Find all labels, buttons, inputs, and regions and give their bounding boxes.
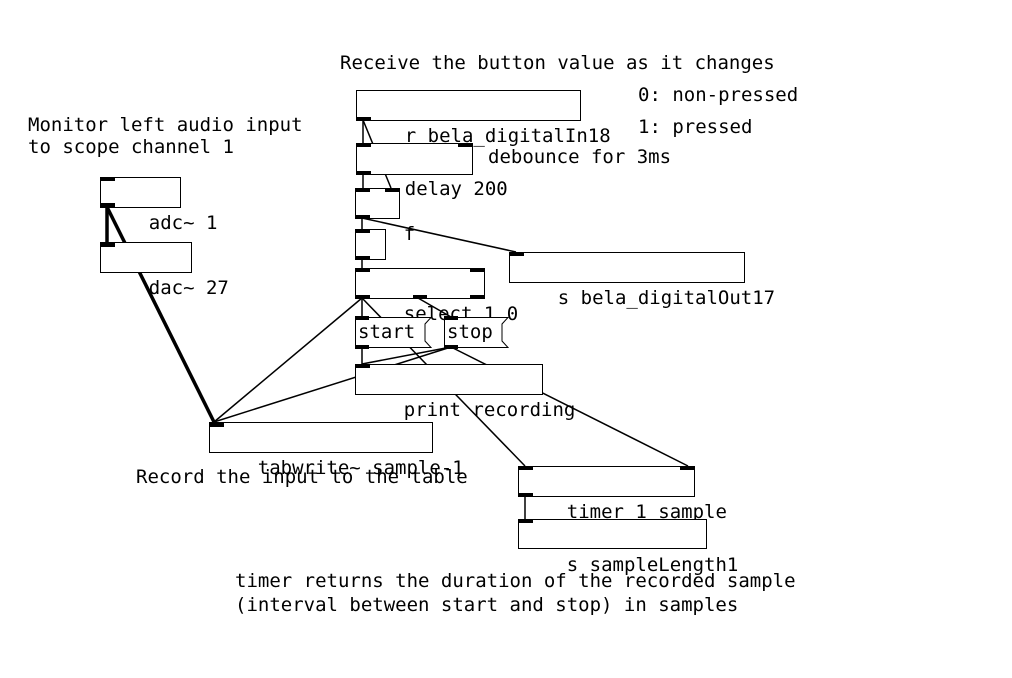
float-object-label: f	[403, 223, 416, 245]
start-message[interactable]: start	[355, 316, 432, 349]
float-object[interactable]: f	[355, 188, 415, 245]
print-object[interactable]: print recording	[355, 364, 575, 421]
inlet-right[interactable]	[680, 466, 694, 470]
select-object[interactable]: select 1 0	[355, 268, 518, 325]
comment-timer-line-2: (interval between start and stop) in sam…	[235, 594, 739, 616]
timer-object-label: timer 1 sample	[566, 501, 727, 523]
outlet[interactable]	[444, 345, 458, 349]
timer-object[interactable]: timer 1 sample	[518, 466, 727, 523]
comment-debounce: debounce for 3ms	[488, 146, 672, 168]
comment-pressed: 1: pressed	[638, 116, 753, 138]
outlet[interactable]	[356, 215, 370, 219]
inlet-right[interactable]	[470, 268, 484, 272]
comment-monitor-line-2: to scope channel 1	[28, 136, 234, 158]
outlet[interactable]	[519, 493, 533, 497]
outlet[interactable]	[355, 345, 369, 349]
inlet[interactable]	[444, 316, 458, 320]
comment-receive: Receive the button value as it changes	[340, 52, 775, 74]
delay-object[interactable]: delay 200	[356, 143, 508, 200]
outlet[interactable]	[357, 117, 371, 121]
inlet-left[interactable]	[357, 143, 371, 147]
delay-object-label: delay 200	[404, 178, 508, 200]
inlet-right[interactable]	[458, 143, 472, 147]
receive-object[interactable]: r bela_digitalIn18	[356, 90, 611, 147]
start-message-label: start	[358, 321, 416, 343]
inlet[interactable]	[101, 177, 115, 181]
number-box[interactable]	[355, 229, 386, 260]
inlet-right[interactable]	[385, 188, 399, 192]
outlet[interactable]	[357, 171, 371, 175]
comment-monitor-line-1: Monitor left audio input	[28, 114, 303, 136]
outlet-2[interactable]	[413, 295, 427, 299]
send-digital-out-object[interactable]: s bela_digitalOut17	[509, 252, 775, 309]
outlet[interactable]	[356, 256, 370, 260]
print-object-label: print recording	[403, 399, 576, 421]
inlet[interactable]	[510, 252, 524, 256]
outlet-1[interactable]	[356, 295, 370, 299]
send-sample-length-object[interactable]: s sampleLength1	[518, 519, 738, 576]
inlet[interactable]	[356, 229, 370, 233]
stop-message[interactable]: stop	[444, 316, 509, 349]
tabwrite-object-label: tabwrite~ sample-1	[257, 457, 464, 479]
stop-message-label: stop	[447, 321, 493, 343]
inlet[interactable]	[356, 364, 370, 368]
comment-timer-line-1: timer returns the duration of the record…	[235, 570, 796, 592]
dac-object-label: dac~ 27	[148, 277, 229, 299]
tabwrite-object[interactable]: tabwrite~ sample-1	[209, 422, 464, 479]
inlet-left[interactable]	[356, 188, 370, 192]
inlet[interactable]	[101, 242, 115, 247]
send-sample-length-object-label: s sampleLength1	[566, 554, 739, 576]
adc-object-label: adc~ 1	[148, 212, 218, 234]
outlet[interactable]	[101, 203, 115, 208]
cord-select-to-tabwrite[interactable]	[213, 297, 363, 423]
adc-object[interactable]: adc~ 1	[100, 177, 217, 234]
dac-object[interactable]: dac~ 27	[100, 242, 229, 299]
outlet-3[interactable]	[470, 295, 484, 299]
inlet-left[interactable]	[356, 268, 370, 272]
inlet[interactable]	[210, 422, 224, 427]
comment-nonpressed: 0: non-pressed	[638, 84, 799, 106]
send-digital-out-object-label: s bela_digitalOut17	[557, 287, 776, 309]
inlet[interactable]	[519, 519, 533, 523]
inlet-left[interactable]	[519, 466, 533, 470]
receive-object-label: r bela_digitalIn18	[404, 125, 611, 147]
inlet[interactable]	[355, 316, 369, 320]
comment-record: Record the input to the table	[136, 466, 468, 488]
